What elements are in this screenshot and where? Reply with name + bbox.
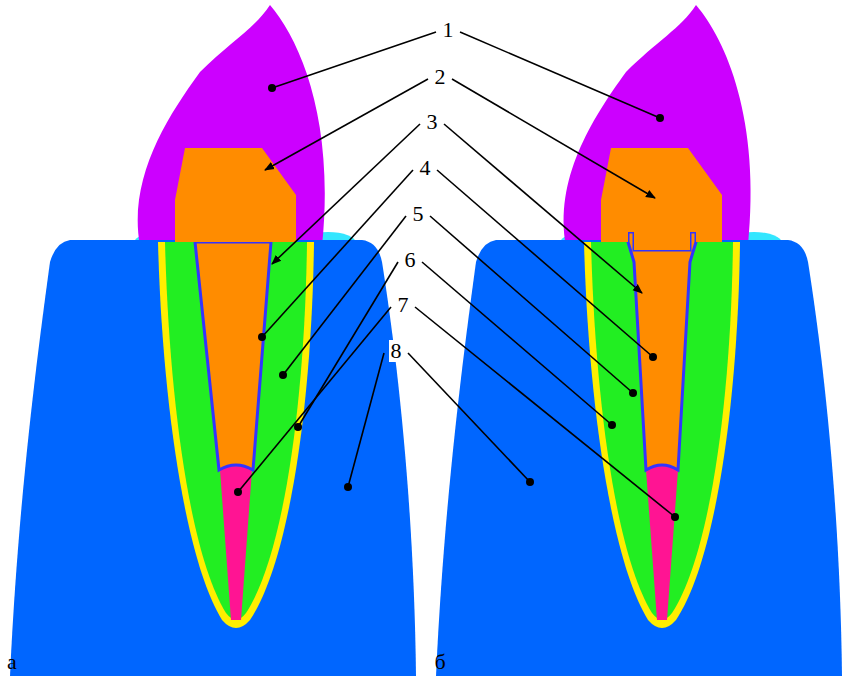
callout-number: 3 bbox=[425, 111, 440, 133]
callout-number: 4 bbox=[418, 157, 433, 179]
callout-number: 7 bbox=[396, 294, 411, 316]
callout-number: 1 bbox=[441, 19, 456, 41]
callout-number: 2 bbox=[433, 66, 448, 88]
callout-number: 5 bbox=[411, 203, 426, 225]
callout-number: 8 bbox=[389, 340, 404, 362]
panel-letter: б bbox=[434, 651, 445, 673]
panel-letter: а bbox=[7, 651, 17, 673]
callout-number: 6 bbox=[403, 249, 418, 271]
